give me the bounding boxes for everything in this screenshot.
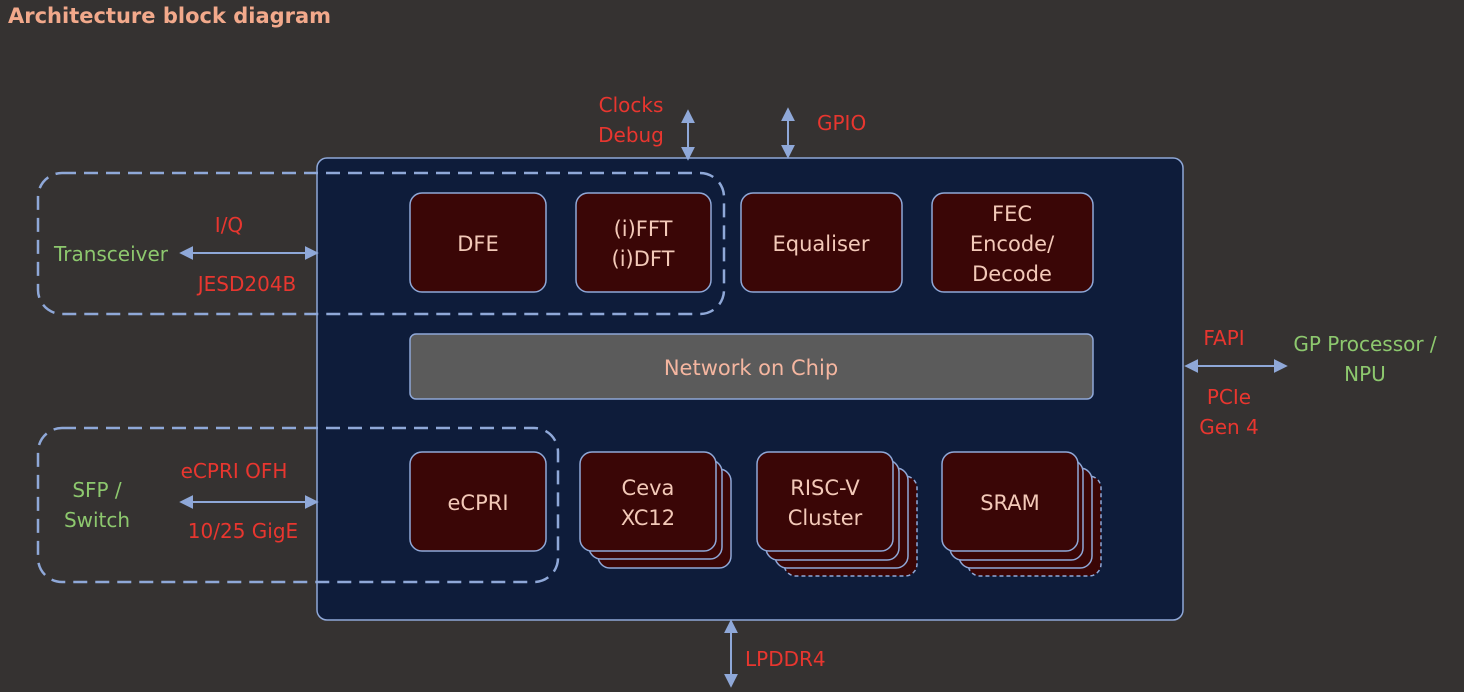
gen4-label: Gen 4 [1199, 415, 1259, 439]
ecpri-ofh-label: eCPRI OFH [181, 459, 288, 483]
sram-label: SRAM [980, 491, 1040, 515]
ceva-block-stack: Ceva XC12 [579, 451, 732, 569]
transceiver-region [36, 171, 726, 316]
equaliser-label: Equaliser [773, 232, 870, 256]
equaliser-block: Equaliser [740, 192, 903, 293]
fec-label-2: Encode/ [970, 232, 1055, 256]
fec-block: FEC Encode/ Decode [931, 192, 1094, 293]
fec-label-1: FEC [992, 202, 1032, 226]
sfp-label: SFP / [72, 478, 122, 502]
transceiver-label: Transceiver [53, 242, 169, 266]
pcie-label: PCIe [1207, 385, 1251, 409]
fec-label-3: Decode [972, 262, 1052, 286]
gp-processor-label: GP Processor / [1293, 332, 1437, 356]
dfe-label: DFE [457, 232, 499, 256]
noc-label: Network on Chip [664, 356, 838, 380]
gige-label: 10/25 GigE [188, 519, 298, 543]
debug-label: Debug [598, 123, 664, 147]
idft-label: (i)DFT [612, 247, 675, 271]
riscv-block-stack: RISC-V Cluster [756, 451, 918, 577]
switch-label: Switch [64, 508, 130, 532]
lpddr4-label: LPDDR4 [745, 647, 826, 671]
page-title: Architecture block diagram [8, 4, 332, 28]
dfe-block: DFE [409, 192, 547, 293]
ecpri-label: eCPRI [447, 491, 508, 515]
ecpri-block: eCPRI [409, 451, 547, 552]
ifft-label: (i)FFT [614, 217, 673, 241]
ceva-label-2: XC12 [621, 506, 675, 530]
sram-block-stack: SRAM [941, 451, 1102, 577]
network-on-chip-bar: Network on Chip [409, 333, 1094, 400]
jesd-label: JESD204B [196, 272, 297, 296]
clocks-label: Clocks [599, 93, 664, 117]
fapi-label: FAPI [1203, 326, 1244, 350]
iq-label: I/Q [215, 213, 243, 237]
npu-label: NPU [1344, 362, 1386, 386]
ceva-label-1: Ceva [622, 476, 675, 500]
sfp-region [36, 426, 560, 584]
riscv-label-2: Cluster [788, 506, 863, 530]
riscv-label-1: RISC-V [790, 476, 860, 500]
gpio-label: GPIO [817, 111, 866, 135]
fft-dft-block: (i)FFT (i)DFT [575, 192, 712, 293]
